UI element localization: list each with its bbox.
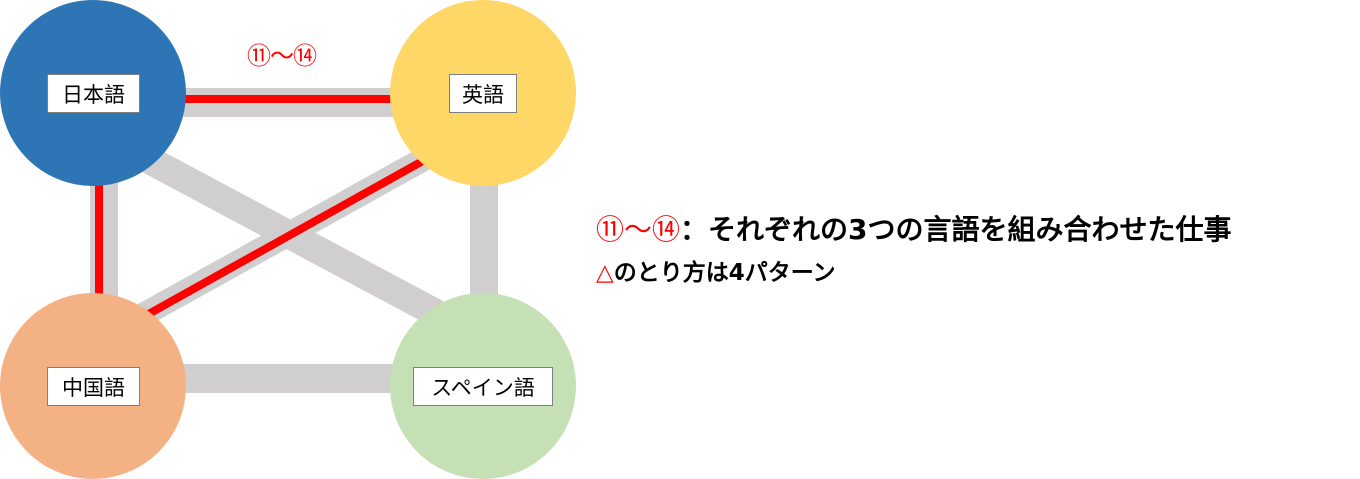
node-label-spanish: スペイン語 bbox=[413, 367, 553, 406]
highlighted-edges bbox=[95, 95, 430, 320]
language-combination-diagram bbox=[0, 0, 576, 479]
edge-japanese-chinese bbox=[90, 180, 118, 300]
legend-marker-range: ⑪～⑭ bbox=[596, 213, 681, 246]
edge-chinese-spanish bbox=[180, 364, 395, 393]
legend-line-2: △のとり方は4パターン bbox=[596, 253, 836, 287]
legend-pattern-count: のとり方は4パターン bbox=[613, 260, 836, 286]
triangle-icon: △ bbox=[596, 260, 614, 286]
node-label-chinese: 中国語 bbox=[47, 367, 140, 406]
legend-line-1: ⑪～⑭：それぞれの3つの言語を組み合わせた仕事 bbox=[596, 208, 1232, 248]
highlight-japanese-english bbox=[180, 95, 395, 103]
node-label-japanese: 日本語 bbox=[47, 74, 140, 113]
highlight-japanese-chinese bbox=[95, 180, 103, 300]
edge-english-spanish bbox=[470, 180, 498, 300]
legend-description: ：それぞれの3つの言語を組み合わせた仕事 bbox=[680, 213, 1232, 246]
highlight-english-chinese bbox=[143, 154, 430, 320]
edge-label: ⑪～⑭ bbox=[247, 42, 317, 70]
node-label-english: 英語 bbox=[449, 74, 517, 113]
